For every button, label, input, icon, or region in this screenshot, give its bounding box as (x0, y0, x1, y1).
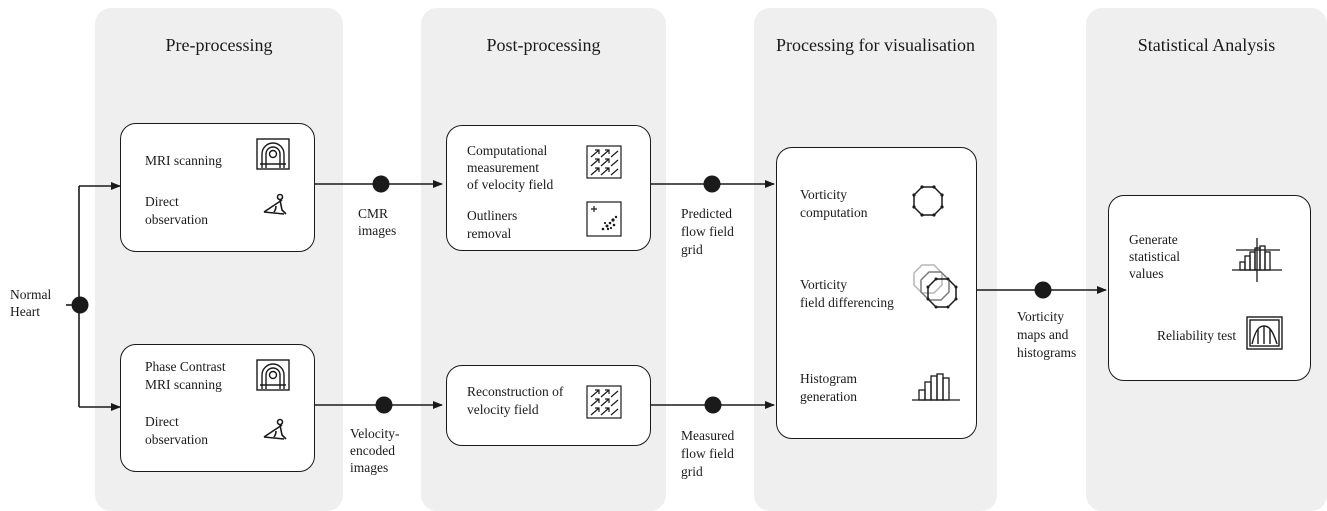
label-hg-1: Histogram (800, 371, 857, 386)
label-vc-1: Vorticity (800, 187, 847, 202)
mri-scanner-icon (256, 138, 290, 170)
box-statistics (1108, 195, 1311, 381)
label-vd-1: Vorticity (800, 277, 847, 292)
box-phase-contrast (120, 344, 315, 472)
label-comp-3: of velocity field (467, 177, 554, 192)
histogram-icon (912, 373, 960, 401)
label-out-1: Outliners (467, 208, 518, 223)
edge-pred-3: grid (681, 242, 703, 257)
vorticity-octagon-icon (912, 185, 944, 217)
observation-eye-icon (263, 418, 287, 440)
box-reconstruction (446, 365, 651, 446)
label-hg-2: generation (800, 389, 857, 404)
node-maps (1034, 281, 1052, 299)
edge-maps-2: maps and (1017, 327, 1069, 342)
label-comp-2: measurement (467, 160, 539, 175)
input-label-2: Heart (10, 304, 40, 319)
edge-meas-3: grid (681, 464, 703, 479)
label-direct-2: observation (145, 212, 208, 227)
edge-meas-2: flow field (681, 446, 734, 461)
reliability-test-icon (1246, 316, 1283, 350)
stage-title-vis: Processing for visualisation (776, 35, 975, 55)
label-pc-2: MRI scanning (145, 377, 222, 392)
label-vc-2: computation (800, 205, 868, 220)
label-vd-2: field differencing (800, 295, 894, 310)
vorticity-difference-icon (913, 264, 958, 309)
node-input (71, 296, 89, 314)
label-direct-b1: Direct (145, 414, 179, 429)
label-mri-scanning: MRI scanning (145, 153, 222, 168)
node-predicted (703, 175, 721, 193)
velocity-field-icon (586, 145, 622, 179)
mri-scanner-icon (256, 359, 290, 391)
box-mri-scanning (120, 123, 315, 252)
input-label-1: Normal (10, 287, 52, 302)
label-direct-1: Direct (145, 194, 179, 209)
edge-meas-1: Measured (681, 428, 735, 443)
edge-pred-2: flow field (681, 224, 734, 239)
label-out-2: removal (467, 226, 512, 241)
label-pc-1: Phase Contrast (145, 359, 226, 374)
velocity-field-icon (586, 385, 622, 419)
stage-title-stat: Statistical Analysis (1137, 35, 1276, 55)
label-rec-1: Reconstruction of (467, 384, 564, 399)
edge-cmr-2: images (358, 223, 397, 238)
edge-vel-2: encoded (350, 443, 395, 458)
label-rel: Reliability test (1157, 328, 1237, 343)
statistics-chart-icon (1232, 238, 1282, 282)
edge-cmr-1: CMR (358, 206, 389, 221)
node-cmr (372, 175, 390, 193)
outlier-scatter-icon (586, 201, 622, 237)
stage-title-post: Post-processing (486, 35, 601, 55)
label-gen-1: Generate (1129, 232, 1178, 247)
edge-maps-3: histograms (1017, 345, 1077, 360)
label-gen-3: values (1129, 266, 1164, 281)
label-comp-1: Computational (467, 143, 548, 158)
node-velocity (375, 396, 393, 414)
edge-vel-3: images (350, 460, 389, 475)
observation-eye-icon (263, 193, 287, 215)
edge-vel-1: Velocity- (350, 426, 400, 441)
label-gen-2: statistical (1129, 249, 1180, 264)
edge-maps-1: Vorticity (1017, 309, 1064, 324)
stage-title-pre: Pre-processing (165, 35, 273, 55)
edge-pred-1: Predicted (681, 206, 732, 221)
label-direct-b2: observation (145, 432, 208, 447)
node-measured (704, 396, 722, 414)
label-rec-2: velocity field (467, 402, 539, 417)
